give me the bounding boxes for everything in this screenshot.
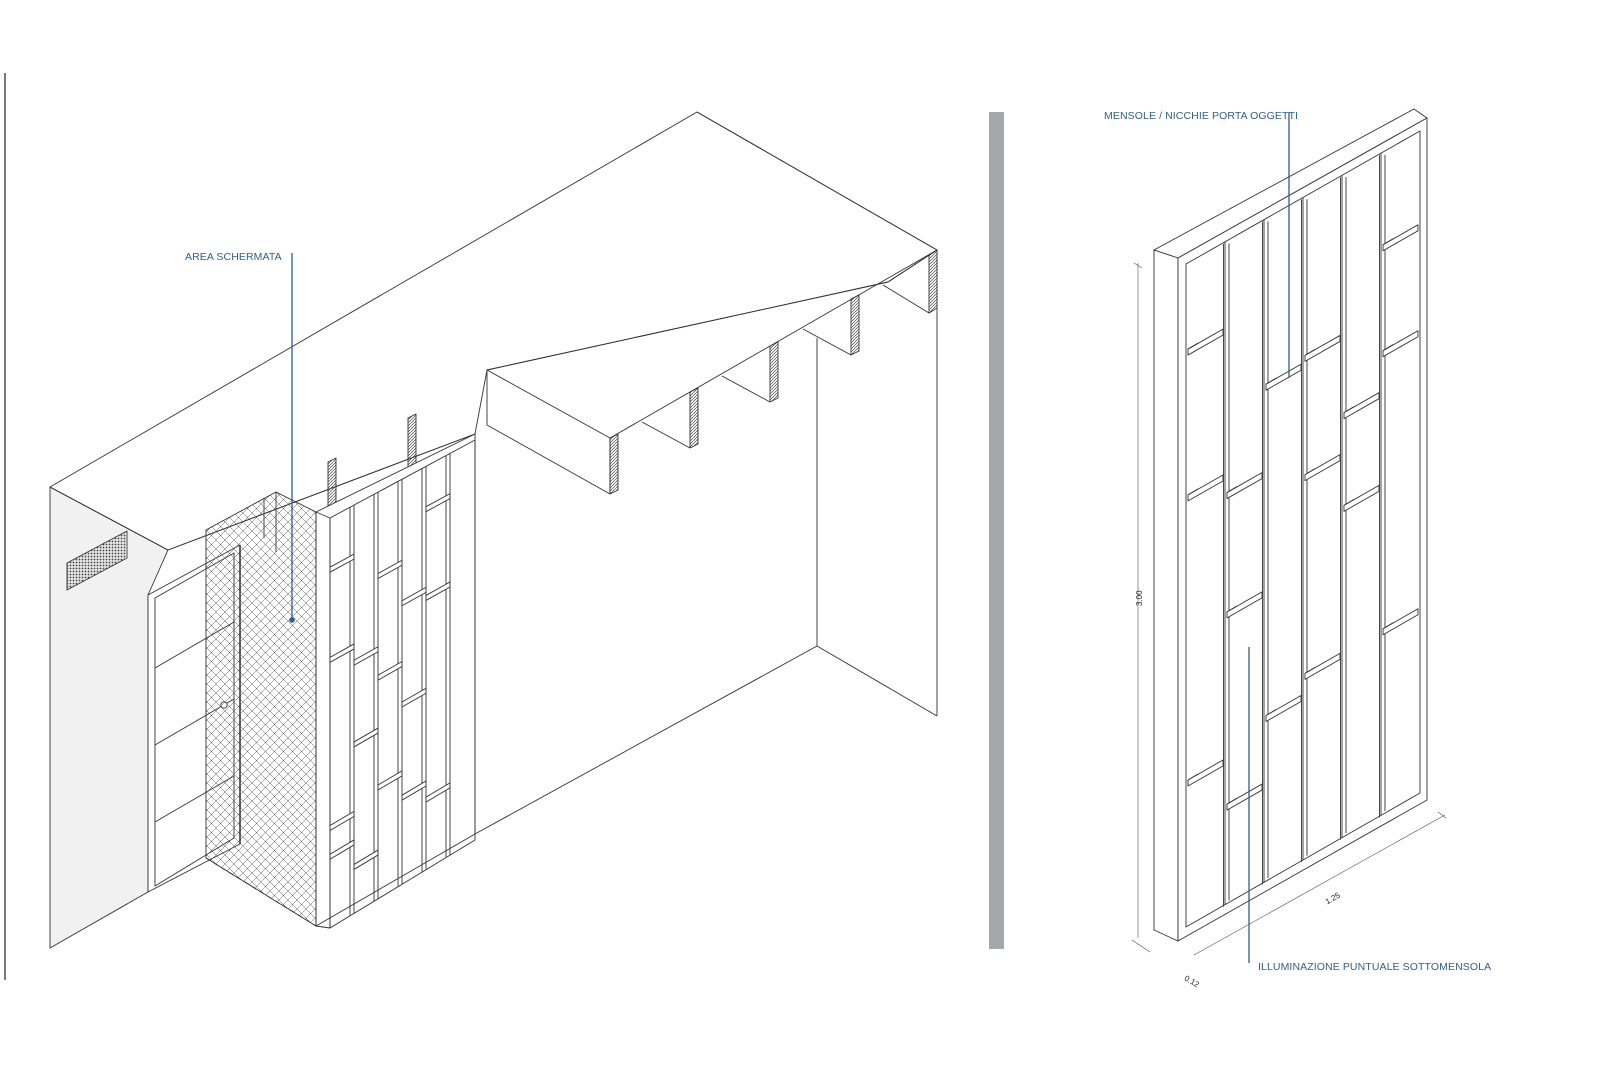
iso-shelf — [425, 493, 451, 513]
bookcase-shelf-depth — [1304, 348, 1316, 356]
ceiling-joists — [263, 249, 938, 552]
bookcase-front — [1177, 117, 1428, 942]
iso-shelf — [329, 839, 355, 860]
bookcase-shelf — [1226, 591, 1263, 619]
bookcase-shelf-depth — [1265, 709, 1277, 716]
iso-shelf — [329, 810, 355, 831]
iso-shelf — [377, 770, 403, 791]
ventilation-grille — [66, 530, 128, 591]
screened-area — [205, 491, 317, 927]
bookcase-shelf — [1226, 783, 1263, 811]
bookcase-shelf-depth — [1304, 468, 1316, 475]
bookcase-shelf-depth — [1226, 486, 1238, 493]
bookcase-shelf-depth — [1226, 797, 1238, 805]
leader-dot-area-schermata — [289, 617, 295, 623]
bookcase-shelf — [1382, 608, 1419, 636]
bookcase-shelf-depth — [1382, 238, 1394, 246]
bookcase-shelf-depth — [1187, 342, 1199, 350]
bookcase-shelf-depth — [1343, 406, 1355, 414]
iso-shelf — [329, 643, 355, 663]
iso-shelf — [401, 780, 427, 801]
iso-shelf — [377, 661, 403, 681]
label-area-schermata: AREA SCHERMATA — [185, 251, 282, 263]
ceiling-slab-top — [49, 111, 938, 551]
iso-room-view — [49, 111, 938, 949]
dimension-height: 3.00 — [1135, 590, 1144, 606]
iso-shelf — [401, 687, 427, 708]
bookcase-shelf-depth — [1265, 377, 1277, 385]
label-illuminazione: ILLUMINAZIONE PUNTUALE SOTTOMENSOLA — [1258, 961, 1492, 973]
dimension-lines — [1131, 262, 1447, 956]
iso-shelf — [425, 782, 451, 803]
label-mensole: MENSOLE / NICCHIE PORTA OGGETTI — [1104, 110, 1299, 122]
iso-shelf — [401, 586, 427, 607]
bookcase-shelf-depth — [1226, 605, 1238, 613]
bookcase-shelf — [1382, 330, 1419, 358]
iso-shelf — [353, 849, 379, 870]
bookcase-shelf-depth — [1382, 622, 1394, 630]
bookcase-shelf-depth — [1343, 498, 1355, 506]
bookcase-shelf — [1226, 472, 1263, 500]
bookcase-shelf — [1382, 224, 1419, 252]
bookcase-shelf — [1265, 695, 1302, 722]
bookcase-shelf-depth — [1382, 344, 1394, 352]
bookcase-shelf — [1304, 334, 1341, 362]
bookcase-shelf-depth — [1304, 666, 1316, 674]
soffit-beam — [486, 369, 611, 495]
bookcase-shelf — [1304, 652, 1341, 680]
bookcase-shelf — [1187, 759, 1224, 787]
iso-shelf — [353, 646, 379, 666]
bookcase-shelf — [1187, 328, 1224, 356]
iso-shelving-unit — [315, 433, 476, 929]
bookcase-shelf — [1343, 392, 1380, 420]
bookcase-shelf — [1187, 474, 1224, 502]
iso-shelf — [329, 553, 355, 573]
bookcase-shelf-depth — [1187, 488, 1199, 496]
bookcase-side — [1153, 249, 1179, 942]
room-floor-line — [474, 645, 938, 835]
bookcase-shelf-depth — [1187, 773, 1199, 781]
view-divider-bar — [989, 112, 1004, 949]
bookcase-elevation — [1131, 108, 1447, 956]
bookcase-shelf — [1304, 454, 1341, 482]
iso-shelf — [353, 727, 379, 748]
iso-shelf — [425, 581, 451, 601]
iso-shelf — [377, 559, 403, 579]
bookcase-shelf — [1343, 484, 1380, 512]
dashed-floor-edge — [205, 857, 317, 927]
